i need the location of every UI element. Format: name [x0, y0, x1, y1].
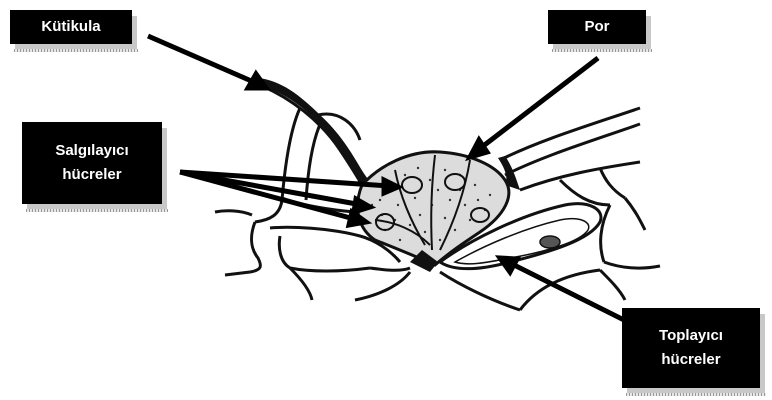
label-salgilayici-line1: Salgılayıcı	[55, 139, 128, 163]
label-kutikula-text: Kütikula	[41, 15, 100, 39]
label-por-text: Por	[584, 15, 609, 39]
lower-cells	[355, 270, 625, 310]
label-salgilayici: Salgılayıcı hücreler	[22, 122, 162, 204]
label-toplayici: Toplayıcı hücreler	[622, 308, 760, 388]
label-kutikula: Kütikula	[10, 10, 132, 44]
label-por: Por	[548, 10, 646, 44]
collecting-cell-nucleus	[540, 236, 560, 248]
label-toplayici-line1: Toplayıcı	[659, 324, 723, 348]
label-toplayici-line2: hücreler	[661, 348, 720, 372]
label-salgilayici-line2: hücreler	[62, 163, 121, 187]
right-epidermis	[500, 108, 660, 268]
